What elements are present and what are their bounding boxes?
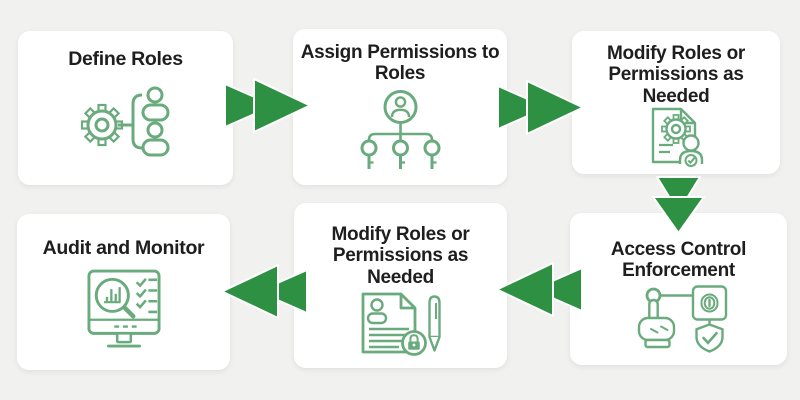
step-label: Modify Roles or Permissions as Needed — [606, 43, 745, 107]
step-label: Audit and Monitor — [42, 237, 205, 259]
step-label: Assign Permissions to Roles — [300, 42, 500, 85]
gear-role-hierarchy-icon — [78, 71, 174, 175]
arrow-right-define-to-assign — [224, 78, 311, 133]
monitor-audit-checklist-icon — [86, 260, 161, 360]
step-label: Modify Roles or Permissions as Needed — [331, 224, 470, 288]
step-card-modify-roles-top: Modify Roles or Permissions as Needed — [572, 31, 780, 174]
arrow-left-access-to-modify — [496, 262, 583, 317]
arrow-left-modify-to-audit — [221, 264, 308, 319]
document-gear-check-icon — [645, 107, 707, 167]
step-card-assign-permissions: Assign Permissions to Roles — [293, 29, 507, 185]
arrow-right-assign-to-modify — [497, 80, 584, 135]
step-label: Define Roles — [68, 48, 183, 70]
step-card-access-control: Access Control Enforcement — [570, 213, 787, 365]
step-card-modify-roles-bottom: Modify Roles or Permissions as Needed — [294, 203, 507, 368]
step-card-define-roles: Define Roles — [18, 31, 233, 185]
document-lock-pen-icon — [357, 288, 445, 358]
hand-fingerprint-shield-icon — [629, 282, 729, 357]
step-card-audit-monitor: Audit and Monitor — [17, 214, 230, 370]
arrow-down-modify-to-access — [652, 176, 705, 234]
step-label: Access Control Enforcement — [610, 239, 747, 282]
role-keys-icon — [358, 85, 443, 175]
